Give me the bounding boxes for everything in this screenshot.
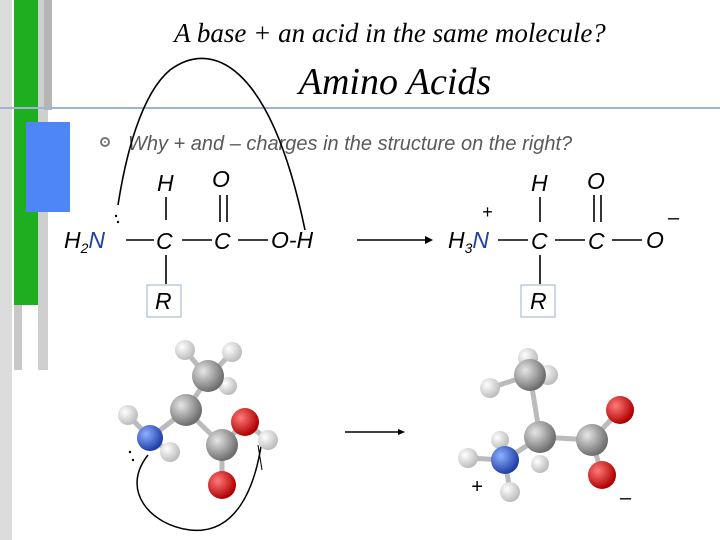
bullet-text: Why + and – charges in the structure on …	[128, 133, 573, 155]
left-alpha-carbon: C	[156, 228, 173, 254]
decor-bar-darkgray	[44, 0, 52, 110]
right-r-group: R	[530, 288, 547, 314]
left-r-group: R	[155, 288, 172, 314]
right-ammonium-group: H3N	[448, 227, 490, 256]
right-ammonium-h: H	[448, 227, 465, 253]
left-h-atom: H	[157, 170, 174, 196]
left-o-atom: O	[212, 166, 230, 192]
model-plus-label: +	[471, 476, 483, 498]
slide-title: Amino Acids	[298, 61, 492, 103]
left-hydroxyl: O-H	[271, 227, 314, 253]
right-plus-charge: +	[482, 202, 493, 222]
left-amine-n: N	[88, 227, 106, 253]
left-molecule-model	[118, 340, 278, 499]
left-amine-group: H2N	[64, 227, 106, 256]
slide-subtitle: A base + an acid in the same molecule?	[174, 18, 606, 48]
left-amine-sub: 2	[80, 240, 89, 256]
decor-rule	[0, 107, 720, 109]
right-molecule-model	[458, 348, 634, 502]
model-minus-label: –	[620, 487, 632, 509]
right-o-atom: O	[587, 168, 605, 194]
right-h-atom: H	[531, 170, 548, 196]
right-ammonium-n: N	[472, 227, 490, 253]
decor-bar-blue	[26, 122, 70, 212]
left-carboxyl-carbon: C	[214, 228, 231, 254]
right-alpha-carbon: C	[531, 228, 548, 254]
bullet-icon	[100, 137, 110, 147]
decor-bar-gray	[0, 0, 12, 540]
right-carboxyl-carbon: C	[588, 228, 605, 254]
right-oxide: O	[646, 227, 664, 253]
right-minus-charge: –	[668, 207, 680, 229]
right-ammonium-sub: 3	[464, 240, 473, 256]
left-amine-h: H	[64, 227, 81, 253]
